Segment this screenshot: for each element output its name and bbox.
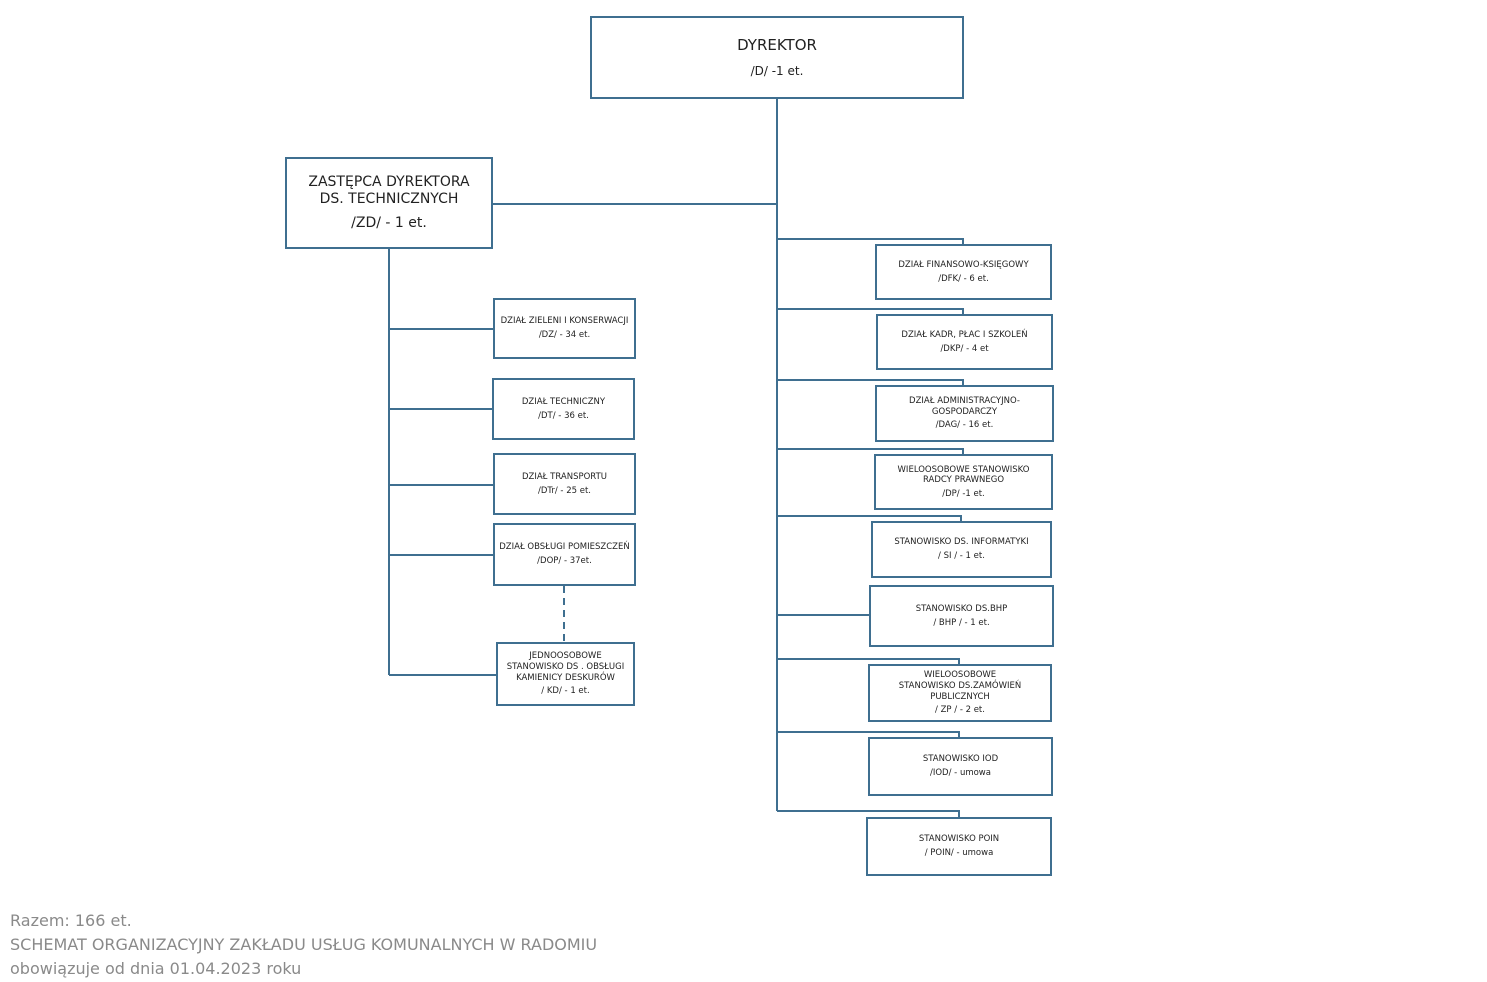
branch-dkp (777, 308, 964, 315)
branch-poin (777, 810, 960, 818)
box-title: STANOWISKO IOD (922, 754, 999, 765)
box-bhp: STANOWISKO DS.BHP / BHP / - 1 et. (869, 585, 1054, 647)
box-code: /D/ -1 et. (750, 63, 804, 78)
box-code: / ZP / - 2 et. (935, 705, 985, 716)
box-title: DZIAŁ TECHNICZNY (521, 396, 606, 407)
box-dtr: DZIAŁ TRANSPORTU /DTr/ - 25 et. (493, 453, 636, 515)
box-dyrektor: DYREKTOR /D/ -1 et. (590, 16, 964, 99)
box-code: / SI / - 1 et. (938, 551, 985, 561)
box-dp: WIELOOSOBOWE STANOWISKO RADCY PRAWNEGO /… (874, 454, 1053, 510)
box-title: DZIAŁ TRANSPORTU (521, 471, 607, 482)
box-title: JEDNOOSOBOWE STANOWISKO DS . OBSŁUGI KAM… (506, 651, 625, 683)
box-kd: JEDNOOSOBOWE STANOWISKO DS . OBSŁUGI KAM… (496, 642, 635, 706)
box-title: STANOWISKO POIN (918, 834, 1000, 845)
box-dag: DZIAŁ ADMINISTRACYJNO- GOSPODARCZY /DAG/… (875, 385, 1054, 442)
box-code: /DT/ - 36 et. (538, 410, 589, 421)
box-zastepca: ZASTĘPCA DYREKTORA DS. TECHNICZNYCH /ZD/… (285, 157, 493, 249)
branch-dag (777, 379, 964, 386)
footer-total: Razem: 166 et. (10, 911, 132, 930)
branch-iod (777, 731, 960, 738)
box-title: WIELOOSOBOWE STANOWISKO RADCY PRAWNEGO (897, 464, 1030, 486)
branch-dfk (777, 238, 964, 245)
box-code: / BHP / - 1 et. (933, 617, 990, 628)
footer-title: SCHEMAT ORGANIZACYJNY ZAKŁADU USŁUG KOMU… (10, 935, 598, 954)
branch-si (777, 515, 962, 522)
box-title: DZIAŁ OBSŁUGI POMIESZCZEŃ (499, 542, 630, 553)
box-code: /DAG/ - 16 et. (935, 420, 994, 431)
box-code: / POIN/ - umowa (924, 848, 994, 858)
box-dkp: DZIAŁ KADR, PŁAC I SZKOLEŃ /DKP/ - 4 et (876, 314, 1053, 370)
box-code: /DKP/ - 4 et (940, 343, 989, 354)
box-code: / KD/ - 1 et. (541, 686, 590, 697)
box-iod: STANOWISKO IOD /IOD/ - umowa (868, 737, 1053, 796)
box-code: /DP/ -1 et. (942, 488, 985, 499)
box-code: /ZD/ - 1 et. (351, 214, 427, 231)
box-code: /DZ/ - 34 et. (538, 330, 591, 340)
box-dt: DZIAŁ TECHNICZNY /DT/ - 36 et. (492, 378, 635, 440)
box-title: DZIAŁ ADMINISTRACYJNO- GOSPODARCZY (909, 396, 1020, 417)
box-code: /IOD/ - umowa (930, 768, 991, 778)
box-code: /DTr/ - 25 et. (538, 485, 591, 496)
branch-dp (777, 448, 964, 455)
box-title: DZIAŁ ZIELENI I KONSERWACJI (500, 316, 629, 327)
box-dop: DZIAŁ OBSŁUGI POMIESZCZEŃ /DOP/ - 37et. (493, 523, 636, 586)
box-si: STANOWISKO DS. INFORMATYKI / SI / - 1 et… (871, 521, 1052, 578)
box-code: /DOP/ - 37et. (537, 556, 592, 566)
box-dfk: DZIAŁ FINANSOWO-KSIĘGOWY /DFK/ - 6 et. (875, 244, 1052, 300)
box-title: ZASTĘPCA DYREKTORA DS. TECHNICZNYCH (308, 173, 470, 208)
footer-valid-from: obowiązuje od dnia 01.04.2023 roku (10, 959, 302, 978)
box-title: DZIAŁ KADR, PŁAC I SZKOLEŃ (901, 329, 1028, 340)
box-zp: WIELOOSOBOWE STANOWISKO DS.ZAMÓWIEŃ PUBL… (868, 664, 1052, 722)
box-title: DYREKTOR (737, 36, 817, 55)
footer: Razem: 166 et. SCHEMAT ORGANIZACYJNY ZAK… (10, 909, 597, 981)
branch-zp (777, 658, 960, 665)
box-title: WIELOOSOBOWE STANOWISKO DS.ZAMÓWIEŃ PUBL… (898, 670, 1022, 702)
box-title: DZIAŁ FINANSOWO-KSIĘGOWY (898, 259, 1029, 270)
box-dz: DZIAŁ ZIELENI I KONSERWACJI /DZ/ - 34 et… (493, 298, 636, 359)
box-title: STANOWISKO DS.BHP (915, 603, 1008, 614)
box-title: STANOWISKO DS. INFORMATYKI (894, 537, 1029, 548)
box-poin: STANOWISKO POIN / POIN/ - umowa (866, 817, 1052, 876)
box-code: /DFK/ - 6 et. (938, 273, 989, 284)
